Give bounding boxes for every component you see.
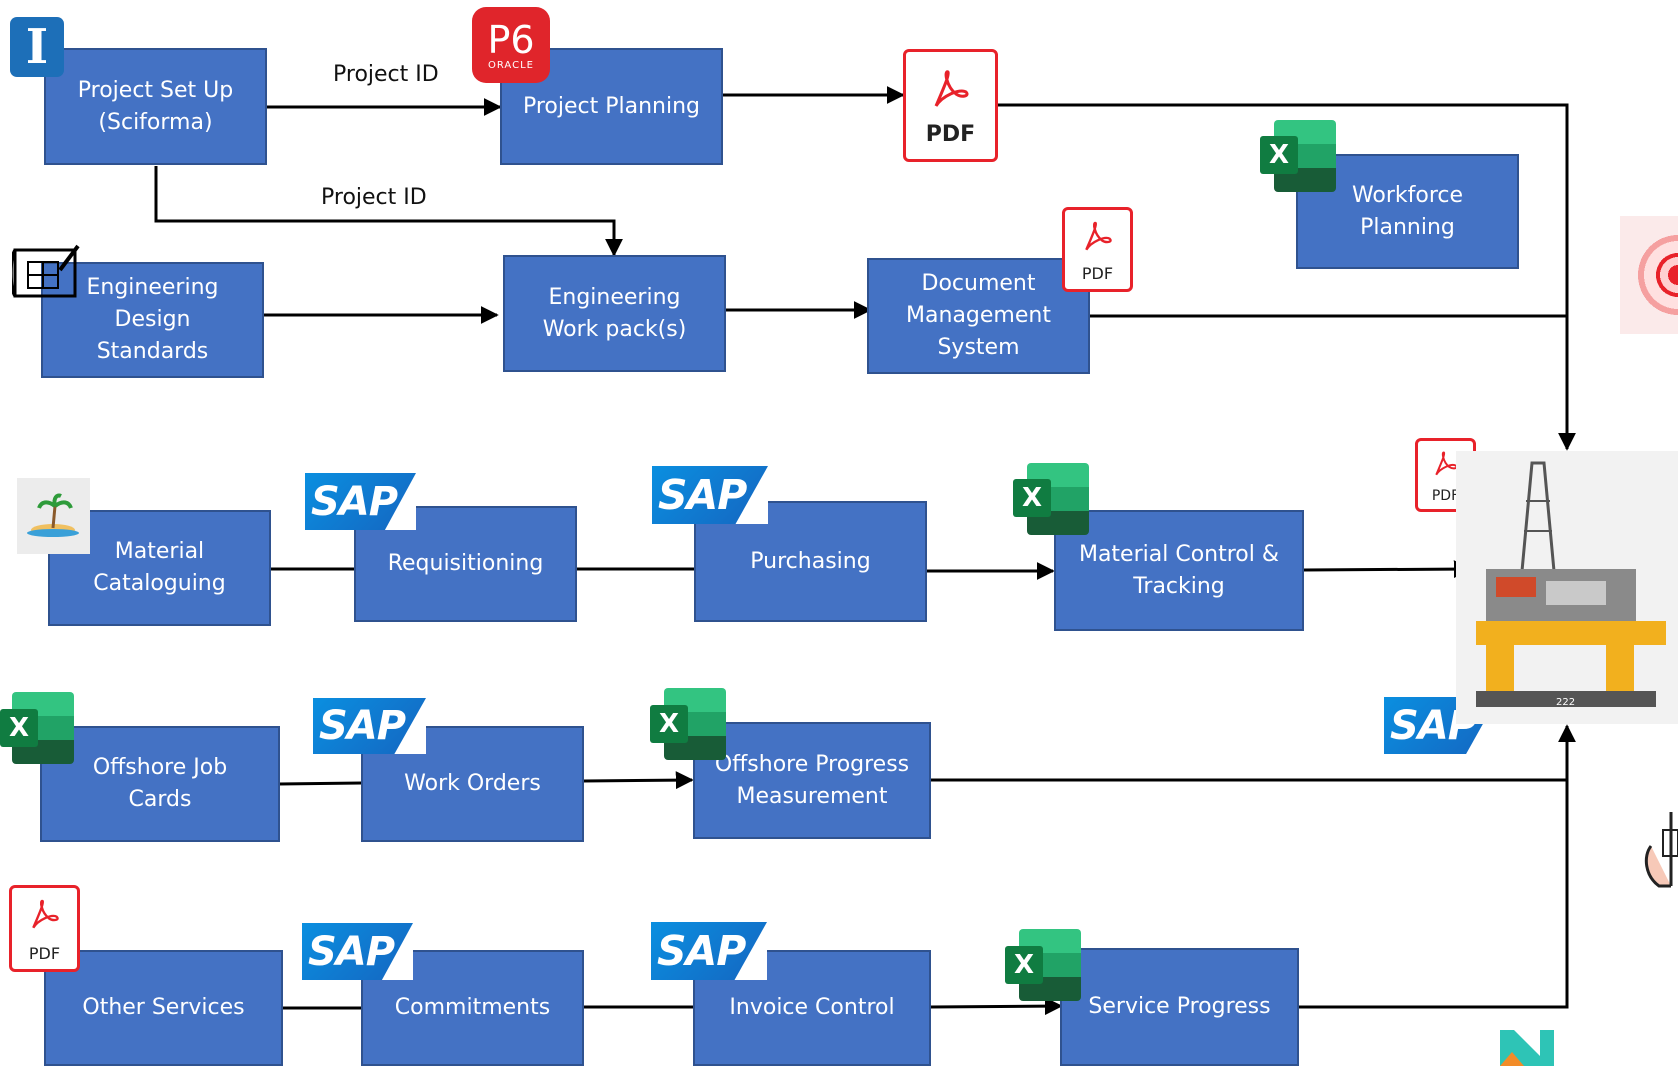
p6-text: P6 — [487, 17, 535, 62]
excel-icon-workforce: X — [1260, 120, 1336, 192]
box-engineering-design-standards[interactable]: Engineering Design Standards — [41, 262, 264, 378]
corner-logo-icon — [1500, 1030, 1554, 1066]
palm-tree-icon — [27, 493, 79, 537]
edge-setup-to-workpacks — [154, 166, 623, 257]
sap-logo-purchasing: SAP — [652, 466, 768, 524]
oil-rig-icon — [1476, 461, 1666, 707]
sap-logo-shape: SAP — [652, 466, 768, 524]
p6-oracle-logo-icon: P6 ORACLE — [472, 7, 550, 83]
excel-icon-service-progress: X — [1005, 929, 1081, 1001]
sap-logo-shape: SAP — [305, 473, 416, 530]
edge-jobcards-to-workorders — [278, 781, 363, 786]
sap-logo-requisitioning: SAP — [305, 473, 416, 530]
edge-label-project-id-1: Project ID — [333, 62, 439, 87]
pdf-label: PDF — [1431, 488, 1460, 504]
oracle-text: ORACLE — [488, 59, 534, 71]
pdf-label: PDF — [28, 944, 61, 963]
box-material-control[interactable]: Material Control & Tracking — [1054, 510, 1304, 631]
acrobat-swirl-icon — [934, 70, 968, 107]
box-other-services[interactable]: Other Services — [44, 950, 283, 1066]
island-catalogue-image — [17, 478, 90, 554]
radar-target-image — [1620, 216, 1678, 334]
edge-invoice-to-serviceprogress — [929, 997, 1063, 1016]
sap-logo-shape: SAP — [313, 698, 426, 754]
acrobat-swirl-icon — [1434, 451, 1457, 476]
excel-x-label: X — [0, 709, 38, 747]
box-offshore-progress[interactable]: Offshore Progress Measurement — [693, 722, 931, 839]
edge-pdf-to-rig — [998, 103, 1576, 451]
sap-logo-shape: SAP — [651, 922, 767, 980]
edge-serviceprogress-to-rig — [1298, 724, 1576, 1009]
excel-x-label: X — [1013, 479, 1051, 517]
box-service-progress[interactable]: Service Progress — [1060, 948, 1299, 1066]
sap-logo-shape: SAP — [302, 923, 413, 980]
offshore-rig-image: 222 — [1456, 451, 1678, 724]
box-project-setup[interactable]: Project Set Up (Sciforma) — [44, 48, 267, 165]
excel-x-label: X — [1005, 946, 1043, 984]
acrobat-swirl-icon — [31, 899, 59, 929]
excel-icon-offshore-progress: X — [650, 688, 726, 760]
pdf-label: PDF — [1081, 264, 1114, 283]
edge-material-control-to-rig — [1303, 560, 1472, 579]
box-requisitioning[interactable]: Requisitioning — [354, 506, 577, 622]
excel-x-label: X — [1260, 136, 1298, 174]
pdf-icon-dms: PDF — [1062, 207, 1133, 292]
box-offshore-job-cards[interactable]: Offshore Job Cards — [40, 726, 280, 842]
edge-label-project-id-2: Project ID — [321, 185, 427, 210]
excel-icon-job-cards: X — [0, 692, 74, 764]
rig-badge: 222 — [1556, 697, 1576, 708]
excel-icon-material-control: X — [1013, 463, 1089, 535]
sap-logo-work-orders: SAP — [313, 698, 426, 754]
box-document-management[interactable]: Document Management System — [867, 258, 1090, 374]
pdf-icon-other-services: PDF — [9, 885, 80, 972]
blueprint-icon — [12, 244, 80, 298]
pdf-icon-planning: PDF — [903, 49, 998, 162]
pdf-label: PDF — [925, 122, 976, 147]
sciforma-logo-letter: I — [25, 19, 49, 75]
excel-x-label: X — [650, 705, 688, 743]
sciforma-logo-icon — [10, 17, 64, 77]
acrobat-swirl-icon — [1084, 221, 1112, 251]
sap-logo-commitments: SAP — [302, 923, 413, 980]
box-engineering-work-packs[interactable]: Engineering Work pack(s) — [503, 255, 726, 372]
edge-workorders-to-progress — [582, 771, 694, 790]
sap-logo-invoice: SAP — [651, 922, 767, 980]
hand-device-icon — [1644, 812, 1678, 888]
